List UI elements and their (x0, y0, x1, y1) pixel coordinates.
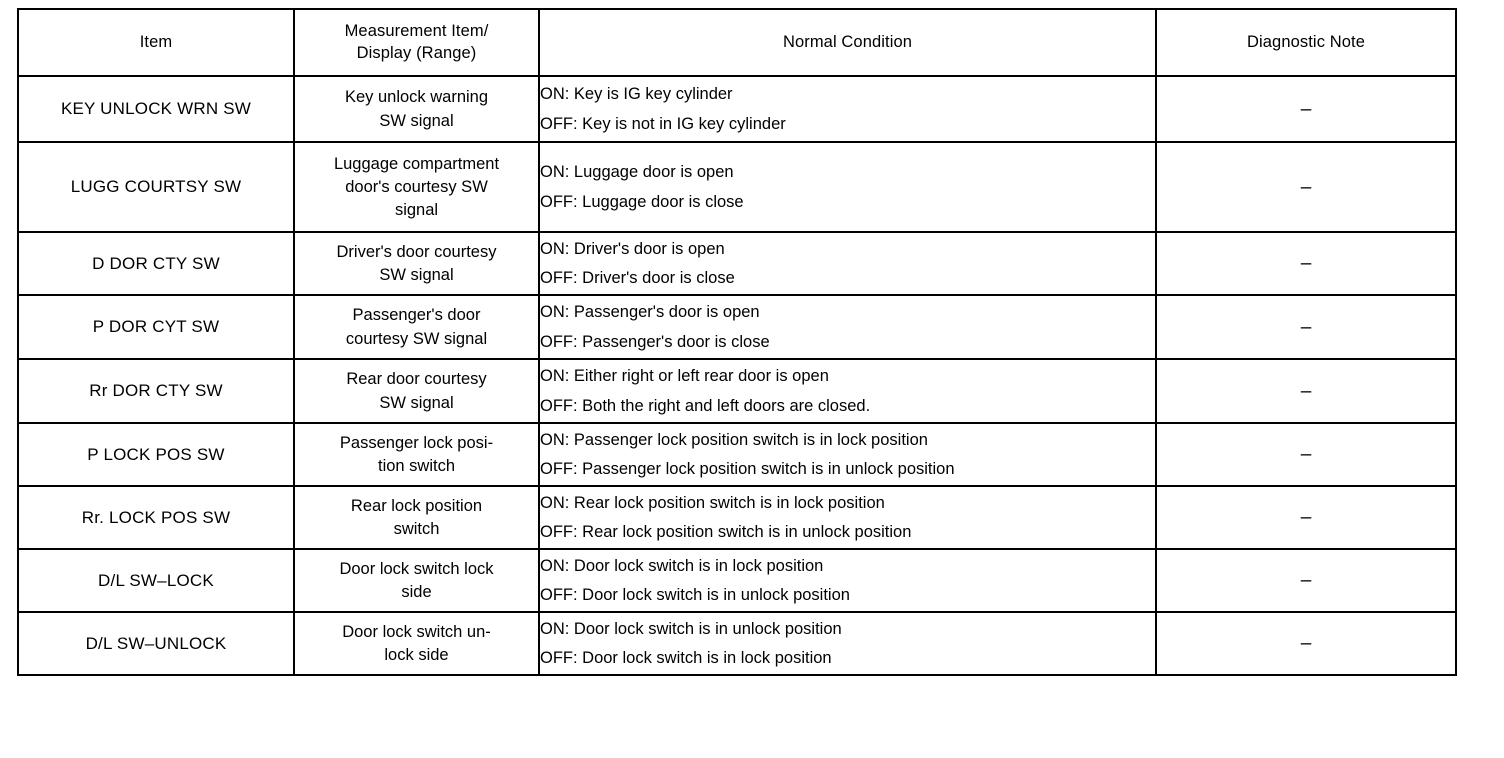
cell-measurement: Door lock switch un- lock side (293, 611, 540, 676)
cell-normal-condition: ON: Door lock switch is in lock position… (538, 548, 1157, 613)
cell-diagnostic-note: – (1155, 611, 1457, 676)
cell-normal-condition: ON: Luggage door is open OFF: Luggage do… (538, 141, 1157, 233)
cell-normal-condition: ON: Driver's door is open OFF: Driver's … (538, 231, 1157, 296)
column-header-measurement-line2: Display (Range) (356, 43, 477, 62)
table-row: D/L SW–LOCK Door lock switch lock side O… (17, 548, 1457, 613)
measurement-line: Driver's door courtesy (336, 242, 497, 261)
measurement-line: Passenger's door (352, 306, 481, 325)
cell-measurement: Rear lock position switch (293, 485, 540, 550)
normal-condition-on: ON: Door lock switch is in unlock positi… (540, 619, 842, 638)
measurement-line: Key unlock warning (344, 88, 489, 107)
measurement-line: SW signal (379, 111, 454, 130)
cell-diagnostic-note: – (1155, 422, 1457, 487)
cell-item: D DOR CTY SW (17, 231, 295, 296)
cell-normal-condition: ON: Door lock switch is in unlock positi… (538, 611, 1157, 676)
normal-condition-off: OFF: Door lock switch is in lock positio… (540, 649, 832, 667)
normal-condition-on: ON: Driver's door is open (540, 239, 725, 258)
cell-normal-condition: ON: Passenger lock position switch is in… (538, 422, 1157, 487)
table-header: Item Measurement Item/ Display (Range) N… (17, 8, 1457, 77)
table-row: Rr DOR CTY SW Rear door courtesy SW sign… (17, 358, 1457, 424)
normal-condition-off: OFF: Luggage door is close (540, 192, 744, 211)
cell-normal-condition: ON: Passenger's door is open OFF: Passen… (538, 294, 1157, 360)
cell-measurement: Rear door courtesy SW signal (293, 358, 540, 424)
measurement-line: switch (393, 520, 440, 538)
normal-condition-off: OFF: Both the right and left doors are c… (540, 396, 871, 415)
normal-condition-off: OFF: Rear lock position switch is in unl… (540, 523, 912, 541)
cell-item: KEY UNLOCK WRN SW (17, 75, 295, 143)
normal-condition-on: ON: Either right or left rear door is op… (540, 367, 829, 386)
cell-normal-condition: ON: Either right or left rear door is op… (538, 358, 1157, 424)
normal-condition-off: OFF: Key is not in IG key cylinder (540, 114, 786, 133)
normal-condition-on: ON: Door lock switch is in lock position (540, 556, 824, 575)
measurement-line: side (401, 583, 432, 601)
table-row: P DOR CYT SW Passenger's door courtesy S… (17, 294, 1457, 360)
table-row: P LOCK POS SW Passenger lock posi- tion … (17, 422, 1457, 487)
table-row: LUGG COURTSY SW Luggage compartment door… (17, 141, 1457, 233)
measurement-line: lock side (384, 646, 449, 664)
cell-measurement: Luggage compartment door's courtesy SW s… (293, 141, 540, 233)
cell-measurement: Passenger's door courtesy SW signal (293, 294, 540, 360)
cell-measurement: Door lock switch lock side (293, 548, 540, 613)
cell-measurement: Driver's door courtesy SW signal (293, 231, 540, 296)
normal-condition-on: ON: Luggage door is open (540, 163, 734, 182)
table-body: KEY UNLOCK WRN SW Key unlock warning SW … (17, 75, 1457, 676)
cell-diagnostic-note: – (1155, 294, 1457, 360)
cell-item: D/L SW–UNLOCK (17, 611, 295, 676)
cell-measurement: Key unlock warning SW signal (293, 75, 540, 143)
column-header-diagnostic-note-label: Diagnostic Note (1247, 32, 1365, 51)
cell-diagnostic-note: – (1155, 231, 1457, 296)
cell-normal-condition: ON: Key is IG key cylinder OFF: Key is n… (538, 75, 1157, 143)
measurement-line: tion switch (377, 457, 456, 475)
normal-condition-on: ON: Passenger's door is open (540, 303, 760, 322)
cell-diagnostic-note: – (1155, 485, 1457, 550)
normal-condition-on: ON: Key is IG key cylinder (540, 85, 733, 104)
table-row: KEY UNLOCK WRN SW Key unlock warning SW … (17, 75, 1457, 143)
cell-measurement: Passenger lock posi- tion switch (293, 422, 540, 487)
normal-condition-off: OFF: Passenger lock position switch is i… (540, 460, 955, 478)
table-row: Rr. LOCK POS SW Rear lock position switc… (17, 485, 1457, 550)
cell-diagnostic-note: – (1155, 75, 1457, 143)
cell-item: Rr DOR CTY SW (17, 358, 295, 424)
cell-item: D/L SW–LOCK (17, 548, 295, 613)
measurement-line: Passenger lock posi- (339, 433, 494, 452)
normal-condition-on: ON: Passenger lock position switch is in… (540, 430, 928, 449)
cell-item: P DOR CYT SW (17, 294, 295, 360)
table-header-row: Item Measurement Item/ Display (Range) N… (17, 8, 1457, 77)
measurement-line: Rear lock position (350, 496, 483, 515)
cell-normal-condition: ON: Rear lock position switch is in lock… (538, 485, 1157, 550)
normal-condition-off: OFF: Driver's door is close (540, 269, 735, 287)
cell-diagnostic-note: – (1155, 141, 1457, 233)
normal-condition-on: ON: Rear lock position switch is in lock… (540, 493, 885, 512)
normal-condition-off: OFF: Passenger's door is close (540, 332, 770, 351)
measurement-line: SW signal (379, 393, 454, 412)
column-header-normal-condition: Normal Condition (538, 8, 1157, 77)
cell-item: Rr. LOCK POS SW (17, 485, 295, 550)
measurement-line: courtesy SW signal (345, 329, 488, 348)
table-row: D DOR CTY SW Driver's door courtesy SW s… (17, 231, 1457, 296)
cell-item: LUGG COURTSY SW (17, 141, 295, 233)
column-header-item-label: Item (139, 32, 173, 51)
column-header-measurement-line1: Measurement Item/ (344, 22, 489, 41)
table-row: D/L SW–UNLOCK Door lock switch un- lock … (17, 611, 1457, 676)
column-header-item: Item (17, 8, 295, 77)
measurement-line: Rear door courtesy (346, 370, 487, 389)
measurement-line: signal (394, 201, 439, 220)
cell-item: P LOCK POS SW (17, 422, 295, 487)
cell-diagnostic-note: – (1155, 548, 1457, 613)
cell-diagnostic-note: – (1155, 358, 1457, 424)
column-header-normal-condition-label: Normal Condition (782, 32, 913, 51)
measurement-line: Luggage compartment (333, 154, 500, 173)
measurement-line: Door lock switch lock (339, 559, 494, 578)
measurement-line: SW signal (379, 266, 454, 284)
measurement-line: Door lock switch un- (342, 622, 491, 641)
data-list-spec-table: Item Measurement Item/ Display (Range) N… (17, 8, 1457, 676)
measurement-line: door's courtesy SW (345, 177, 488, 196)
column-header-diagnostic-note: Diagnostic Note (1155, 8, 1457, 77)
column-header-measurement: Measurement Item/ Display (Range) (293, 8, 540, 77)
normal-condition-off: OFF: Door lock switch is in unlock posit… (540, 586, 850, 604)
